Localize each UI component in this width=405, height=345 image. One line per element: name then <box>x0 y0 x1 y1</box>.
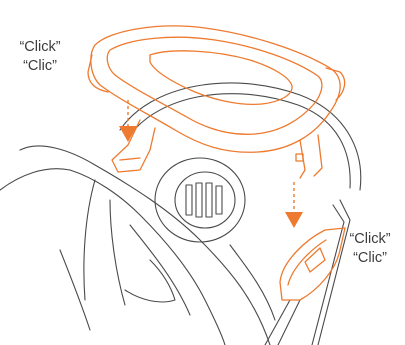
seat-base <box>0 83 361 345</box>
click-caption-left: “Click” “Clic” <box>6 38 74 76</box>
attach-arrow-right <box>285 182 303 228</box>
caption-right-line1: “Click” <box>340 230 400 249</box>
caption-left-line2: “Clic” <box>6 57 74 76</box>
caption-left-line1: “Click” <box>6 38 74 57</box>
click-caption-right: “Click” “Clic” <box>340 230 400 268</box>
top-unit <box>88 26 345 300</box>
caption-right-line2: “Clic” <box>340 249 400 268</box>
